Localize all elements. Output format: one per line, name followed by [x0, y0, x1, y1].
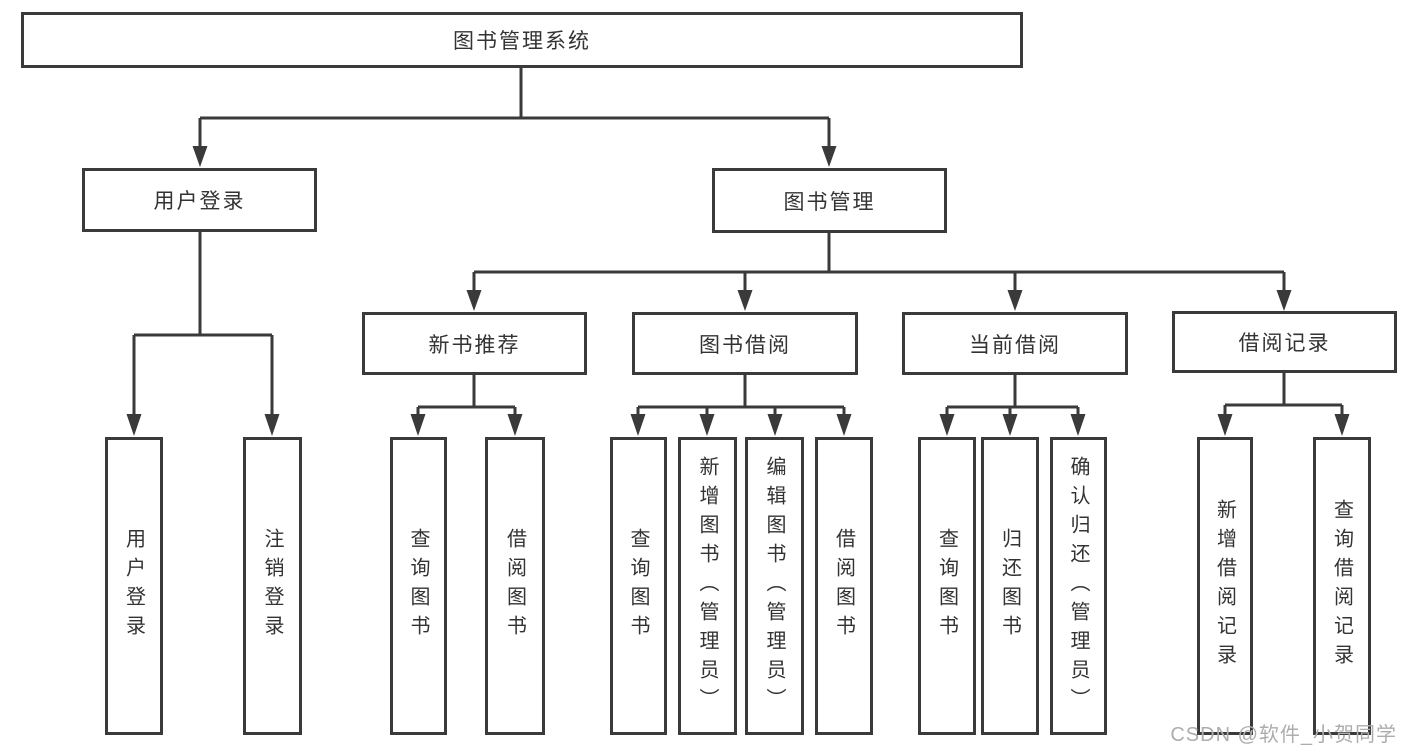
leaf-label: 借阅图书 [832, 528, 855, 644]
arrowhead [126, 414, 142, 436]
arrowhead [630, 414, 646, 436]
node-book-borrowing: 图书借阅 [632, 312, 858, 375]
node-leaf-edit-books-admin: 编辑图书（管理员） [745, 437, 804, 735]
arrowhead [737, 290, 753, 311]
node-leaf-current-query-books: 查询图书 [918, 437, 976, 735]
node-leaf-confirm-return-admin: 确认归还（管理员） [1050, 437, 1107, 735]
node-leaf-add-borrow-record: 新增借阅记录 [1197, 437, 1253, 735]
arrowhead [1007, 290, 1023, 311]
node-leaf-borrowing-borrow-books: 借阅图书 [815, 437, 873, 735]
leaf-label: 查询借阅记录 [1330, 499, 1353, 673]
connector-book-borrowing-branch [630, 375, 852, 436]
arrowhead [767, 414, 783, 436]
node-leaf-recommend-borrow-books: 借阅图书 [485, 437, 545, 735]
leaf-label: 查询图书 [407, 528, 429, 644]
connector-user-login-branch [126, 232, 280, 436]
node-current-borrowing: 当前借阅 [902, 312, 1128, 375]
leaf-label: 查询图书 [935, 528, 958, 644]
leaf-label: 新增图书（管理员） [696, 455, 718, 717]
arrowhead [836, 414, 852, 436]
arrowhead [699, 414, 715, 436]
arrowhead [1276, 290, 1292, 311]
leaf-label: 用户登录 [122, 528, 145, 644]
node-root-library-management-system: 图书管理系统 [21, 12, 1023, 68]
leaf-label: 确认归还（管理员） [1067, 455, 1089, 717]
node-leaf-user-login: 用户登录 [105, 437, 163, 735]
leaf-label: 查询图书 [627, 528, 649, 644]
arrowhead [466, 290, 482, 311]
arrowhead [507, 414, 523, 436]
node-leaf-return-books: 归还图书 [981, 437, 1039, 735]
connector-new-book-recommend-branch [410, 375, 523, 436]
node-user-login: 用户登录 [82, 168, 317, 232]
node-borrowing-records: 借阅记录 [1172, 311, 1397, 373]
connector-root-to-level2 [192, 68, 837, 167]
arrowhead [1002, 414, 1018, 436]
node-leaf-recommend-query-books: 查询图书 [390, 437, 447, 735]
arrowhead [1217, 414, 1233, 436]
node-leaf-query-borrow-record: 查询借阅记录 [1313, 437, 1371, 735]
node-book-management: 图书管理 [712, 168, 947, 233]
arrowhead [264, 414, 280, 436]
node-leaf-logout: 注销登录 [243, 437, 302, 735]
arrowhead [410, 414, 426, 436]
arrowhead [1334, 414, 1350, 436]
leaf-label: 编辑图书（管理员） [763, 455, 785, 717]
node-new-book-recommend: 新书推荐 [362, 312, 587, 375]
node-leaf-borrowing-query-books: 查询图书 [610, 437, 667, 735]
leaf-label: 注销登录 [261, 528, 283, 644]
arrowhead [1070, 414, 1086, 436]
leaf-label: 新增借阅记录 [1213, 499, 1236, 673]
node-leaf-add-books-admin: 新增图书（管理员） [678, 437, 737, 735]
arrowhead [939, 414, 955, 436]
connector-book-management-branch [466, 233, 1292, 311]
leaf-label: 归还图书 [998, 528, 1021, 644]
leaf-label: 借阅图书 [503, 528, 526, 644]
arrowhead [821, 146, 837, 167]
arrowhead [192, 146, 208, 167]
watermark: CSDN @软件_小贺同学 [1170, 724, 1397, 746]
connector-borrowing-records-branch [1217, 373, 1350, 436]
connector-current-borrowing-branch [939, 375, 1086, 436]
